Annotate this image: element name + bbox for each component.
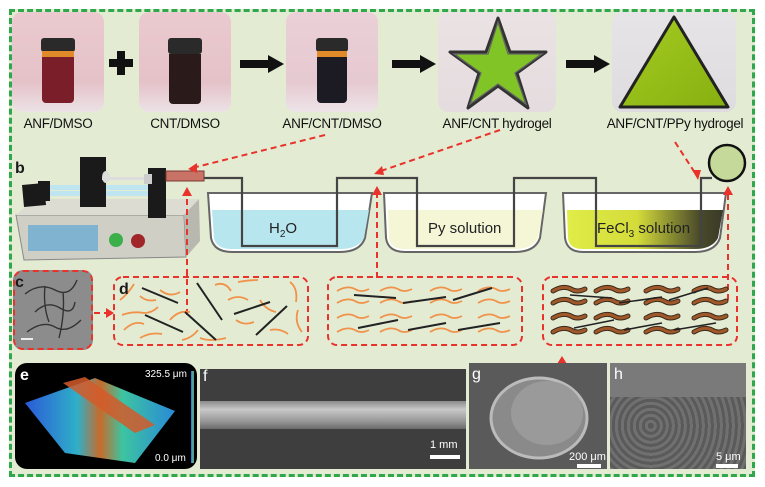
photo-triangle-hydrogel — [612, 12, 736, 112]
scale-min-label: 0.0 μm — [155, 453, 186, 464]
sem-image-f: 1 mm — [200, 369, 466, 469]
panel-label-c: c — [15, 274, 24, 291]
scale-bar-label-g: 200 μm — [569, 451, 606, 463]
photo-anf-cnt-dmso — [286, 12, 378, 112]
vial-neck — [317, 51, 347, 57]
box-aligned — [327, 276, 523, 346]
bath-label-fecl3: FeCl3 solution — [597, 220, 691, 240]
coated-cnt-fibers — [569, 287, 717, 331]
photo-cnt-dmso — [139, 12, 231, 112]
bath-py — [382, 192, 548, 253]
vial-liquid — [42, 57, 74, 103]
fiber-path — [204, 176, 712, 248]
sem-image-g: 200 μm — [469, 363, 607, 469]
photo-star-hydrogel — [438, 12, 556, 112]
scale-bar-h — [716, 464, 738, 468]
scale-bar-f — [430, 455, 460, 459]
scale-bar-label-h: 5 μm — [716, 451, 741, 463]
arrow-right-icon — [392, 55, 436, 73]
bath-h2o — [206, 192, 374, 253]
random-cnt-fibers — [141, 282, 288, 341]
arrow-right-icon — [566, 55, 610, 73]
scale-bar-label-f: 1 mm — [430, 439, 458, 451]
triangle-hydrogel-shape — [618, 15, 730, 109]
vial-cap — [41, 38, 75, 52]
vial-neck — [42, 51, 74, 57]
sem-image-h: 5 μm — [610, 363, 746, 469]
photo-anf-dmso — [12, 12, 104, 112]
bath-fecl3 — [561, 192, 728, 253]
box-ppy-coated — [542, 276, 738, 346]
random-anf-fibers — [119, 279, 303, 341]
caption-anf-cnt-hydrogel: ANF/CNT hydrogel — [442, 116, 552, 131]
aligned-cnt-fibers — [353, 287, 501, 331]
caption-anf-cnt-dmso: ANF/CNT/DMSO — [282, 116, 382, 131]
vial-cap — [168, 38, 202, 54]
fiber-cross-section — [489, 376, 589, 460]
plus-icon — [109, 51, 133, 75]
surface-top — [610, 363, 746, 397]
caption-cnt-dmso: CNT/DMSO — [150, 116, 220, 131]
vial-liquid — [169, 54, 201, 104]
panel-label-f: f — [203, 368, 208, 385]
aligned-anf-fibers — [336, 286, 511, 333]
panel-label-g: g — [472, 366, 481, 383]
panel-label-e: e — [20, 367, 29, 384]
bath-label-py: Py solution — [428, 220, 502, 237]
caption-anf-dmso: ANF/DMSO — [23, 116, 93, 131]
fiber-body — [200, 401, 466, 429]
ppy-coated-fibers — [551, 285, 728, 334]
guide-arrows — [94, 129, 729, 370]
panel-label-d: d — [119, 281, 129, 298]
vial-liquid — [317, 57, 347, 103]
vial-cap — [316, 38, 348, 52]
guide-arrowheads — [106, 163, 733, 364]
scale-bar-g — [577, 464, 601, 468]
bath-label-h2o: H2O — [269, 220, 298, 240]
box-random — [113, 276, 309, 346]
arrow-right-icon — [240, 55, 284, 73]
panel-label-h: h — [614, 366, 623, 383]
caption-anf-cnt-ppy-hydrogel: ANF/CNT/PPy hydrogel — [606, 116, 744, 131]
surface-3d-plot — [25, 371, 194, 463]
rough-layer — [610, 397, 746, 469]
scale-max-label: 325.5 μm — [145, 369, 187, 380]
panel-label-b: b — [15, 160, 25, 177]
tem-image-c — [13, 270, 93, 350]
tem-network-texture — [15, 272, 91, 348]
star-hydrogel-shape — [448, 16, 548, 110]
syringe-pump-illustration — [15, 157, 205, 261]
collector-spool — [707, 143, 747, 183]
profile-3d-e: 325.5 μm 0.0 μm — [15, 363, 197, 469]
